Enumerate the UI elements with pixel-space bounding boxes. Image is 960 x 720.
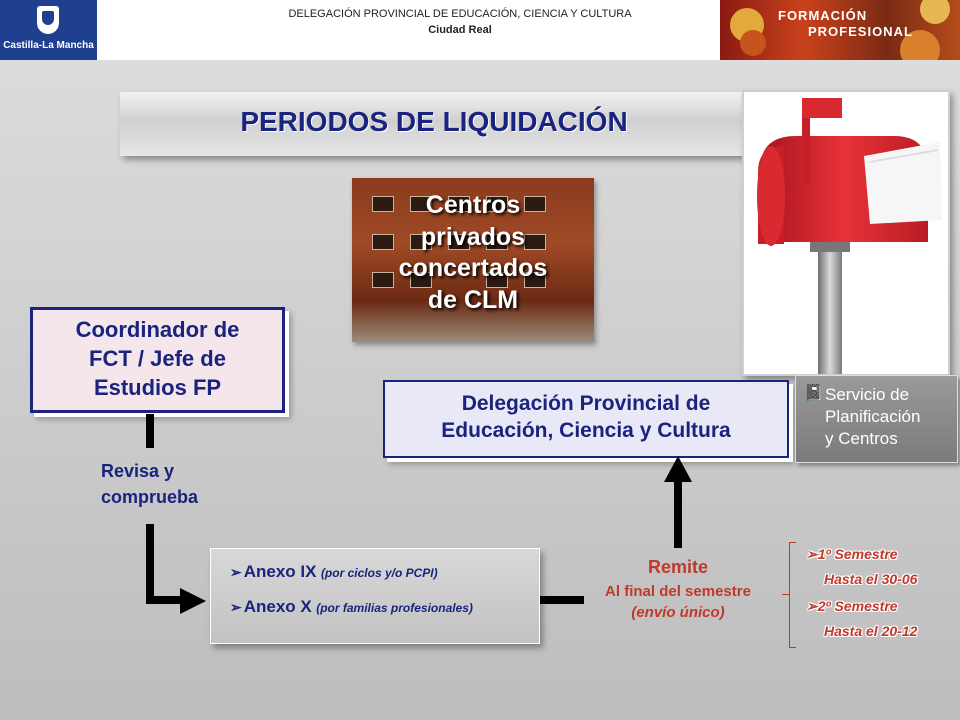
window-shape xyxy=(372,272,394,288)
connector-line xyxy=(146,524,154,600)
decor-dot xyxy=(900,30,940,60)
annex-note: (por familias profesionales) xyxy=(316,601,473,615)
logo-left-text: Castilla-La Mancha xyxy=(3,40,94,51)
annex-title: Anexo IX xyxy=(243,562,317,581)
window-shape xyxy=(524,234,546,250)
school-building-photo xyxy=(352,178,594,342)
window-shape xyxy=(486,234,508,250)
annex-item: ➢Anexo X (por familias profesionales) xyxy=(230,597,540,617)
coordinator-label: Coordinador de FCT / Jefe de Estudios FP xyxy=(30,315,285,402)
header-title: DELEGACIÓN PROVINCIAL DE EDUCACIÓN, CIEN… xyxy=(288,8,632,20)
title-banner xyxy=(120,92,748,156)
semester-bracket xyxy=(789,542,796,648)
school-label-line: concertados xyxy=(398,254,548,282)
connector-line xyxy=(540,596,584,604)
annex-item: ➢Anexo IX (por ciclos y/o PCPI) xyxy=(230,562,540,582)
service-line: Planificación xyxy=(825,407,921,427)
service-line: Servicio de xyxy=(825,385,910,404)
slide-title: PERIODOS DE LIQUIDACIÓN xyxy=(240,106,628,137)
service-label: Servicio de Planificación y Centros xyxy=(825,384,955,450)
window-shape xyxy=(448,234,470,250)
connector-line xyxy=(674,480,682,548)
arrow-right-icon xyxy=(180,588,206,614)
remit-note: (envío único) xyxy=(631,604,725,621)
coordinator-line: Estudios FP xyxy=(93,375,222,401)
notebook-icon: 📓 xyxy=(804,385,824,402)
arrow-up-icon xyxy=(664,456,692,482)
header-subtitle: Ciudad Real xyxy=(428,24,492,36)
delegation-line: Delegación Provincial de xyxy=(461,392,711,415)
service-line: y Centros xyxy=(825,429,898,449)
window-shape xyxy=(410,272,432,288)
semester-bracket-tick xyxy=(782,594,789,595)
castilla-la-mancha-logo: Castilla-La Mancha xyxy=(0,0,97,60)
semester-label: ➢1º Semestre xyxy=(806,546,898,563)
crest-icon xyxy=(37,6,59,34)
review-line: comprueba xyxy=(101,487,199,508)
window-shape xyxy=(410,234,432,250)
logo-right-line2: PROFESIONAL xyxy=(808,24,913,39)
window-shape xyxy=(486,272,508,288)
bullet-arrow-icon: ➢ xyxy=(806,546,818,562)
decor-dot xyxy=(920,0,950,24)
semester-name: 2º Semestre xyxy=(817,598,898,614)
review-line: Revisa y xyxy=(101,461,175,481)
semester-name: 1º Semestre xyxy=(817,546,898,562)
window-shape xyxy=(410,196,432,212)
mailbox-icon xyxy=(757,98,942,374)
bullet-arrow-icon: ➢ xyxy=(230,564,242,580)
coordinator-line: FCT / Jefe de xyxy=(89,346,226,372)
delegation-label: Delegación Provincial de Educación, Cien… xyxy=(383,390,789,445)
remit-timing: Al final del semestre xyxy=(605,583,751,600)
window-shape xyxy=(448,196,470,212)
bullet-arrow-icon: ➢ xyxy=(806,598,818,614)
annex-title: Anexo X xyxy=(243,597,312,616)
formacion-profesional-logo: FORMACIÓN PROFESIONAL xyxy=(720,0,960,60)
review-label: Revisa y comprueba xyxy=(101,458,261,510)
bullet-arrow-icon: ➢ xyxy=(230,599,242,615)
school-label-line: Centros xyxy=(425,191,521,219)
window-shape xyxy=(486,196,508,212)
connector-line xyxy=(146,414,154,448)
annex-box xyxy=(210,548,540,644)
window-shape xyxy=(372,196,394,212)
school-label: Centros privados concertados de CLM xyxy=(352,190,594,316)
semester-label: ➢2º Semestre xyxy=(806,598,898,615)
service-box xyxy=(795,375,958,463)
semester-deadline: Hasta el 20-12 xyxy=(824,623,918,639)
coordinator-box xyxy=(30,307,285,413)
delegation-box xyxy=(383,380,789,458)
window-shape xyxy=(524,196,546,212)
delegation-line: Educación, Ciencia y Cultura xyxy=(441,419,731,443)
mailbox-photo xyxy=(742,90,950,376)
logo-right-line1: FORMACIÓN xyxy=(778,8,868,23)
annex-note: (por ciclos y/o PCPI) xyxy=(320,566,438,580)
semester-deadline: Hasta el 30-06 xyxy=(824,571,918,587)
decor-dot xyxy=(740,30,766,56)
school-label-line: privados xyxy=(420,222,526,251)
connector-line xyxy=(146,596,182,604)
coordinator-line: Coordinador de xyxy=(75,317,240,342)
school-label-line: de CLM xyxy=(427,285,519,314)
window-shape xyxy=(372,234,394,250)
remit-title: Remite xyxy=(647,557,709,577)
window-shape xyxy=(524,272,546,288)
